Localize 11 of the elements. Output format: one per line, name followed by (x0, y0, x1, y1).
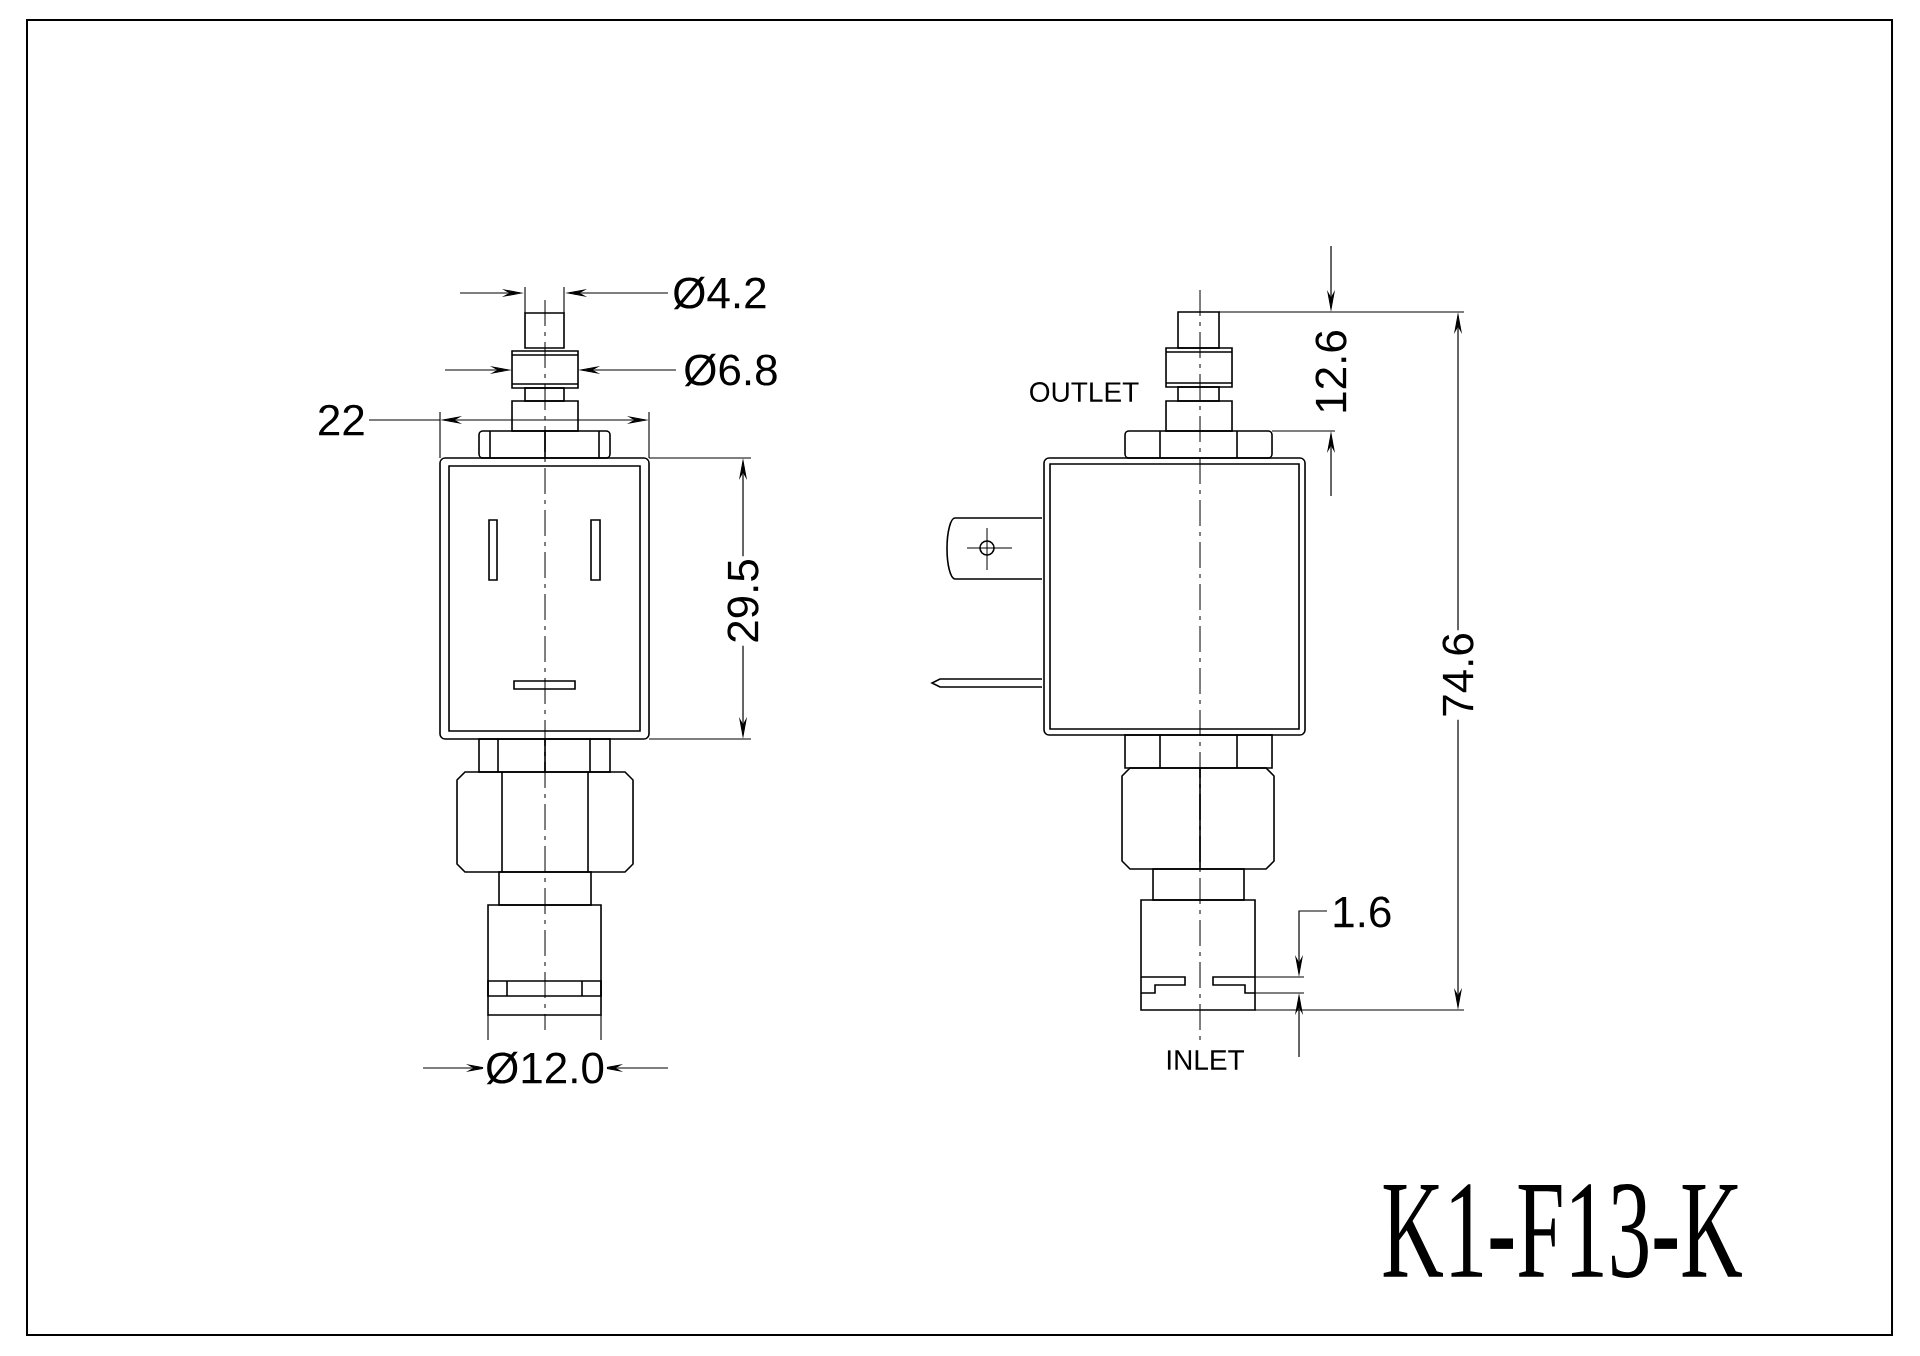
dimension-label: 12.6 (1313, 327, 1349, 417)
dimension-label: 1.6 (1329, 894, 1395, 930)
dimension-label: Ø12.0 (483, 1049, 607, 1087)
port-label: INLET (1163, 1048, 1247, 1072)
port-label: OUTLET (1026, 380, 1142, 404)
dimension-label: 22 (314, 402, 368, 438)
model-number: K1-F13-K (1383, 1183, 1742, 1279)
dimension-label: Ø6.8 (681, 351, 781, 389)
dimension-label: Ø4.2 (670, 274, 770, 312)
dimension-label: 29.5 (725, 556, 761, 646)
dimension-label: 74.6 (1440, 630, 1476, 720)
